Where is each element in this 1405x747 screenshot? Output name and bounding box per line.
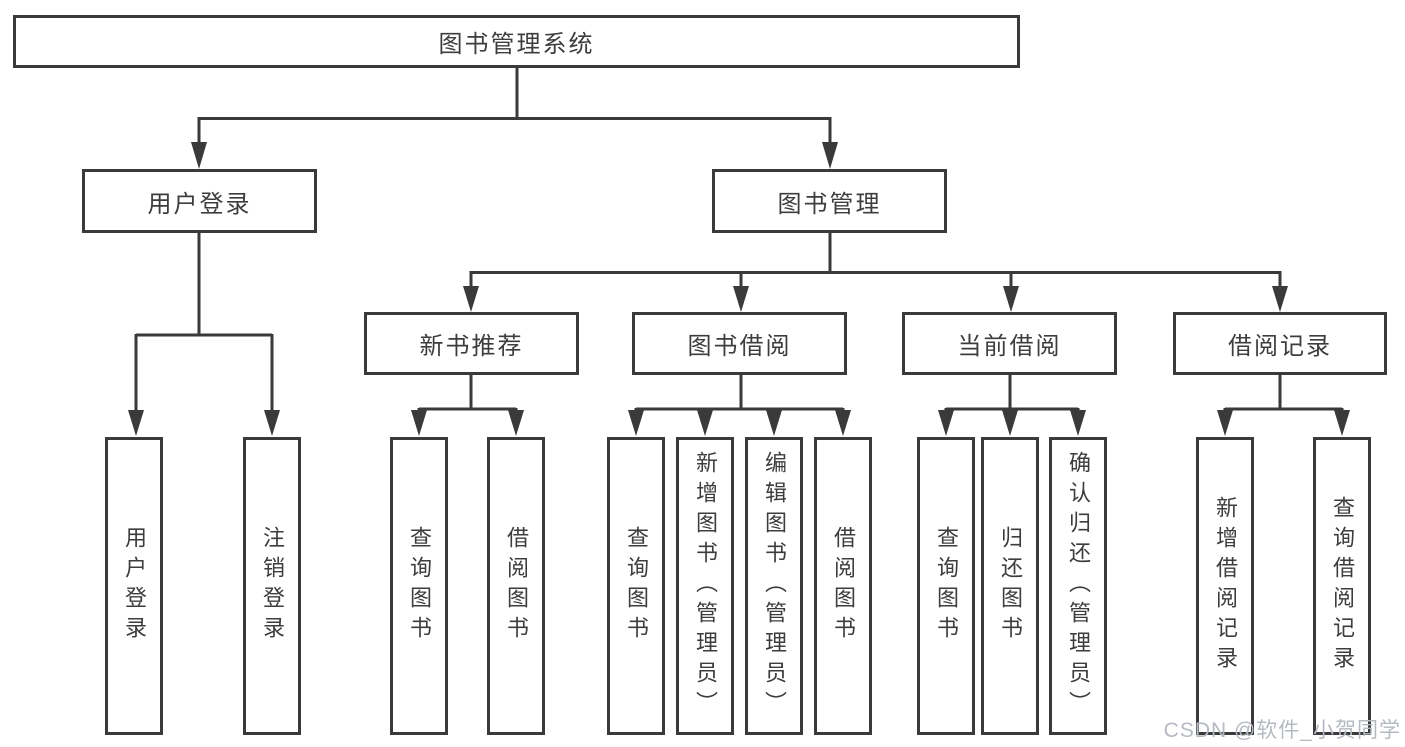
leaf-label: 查询图书 [407,526,432,646]
leaf-query-books-recommend: 查询图书 [390,437,448,735]
node-borrowing-records: 借阅记录 [1173,312,1387,375]
leaf-query-books-borrowing: 查询图书 [607,437,665,735]
leaf-borrow-books: 借阅图书 [814,437,872,735]
node-root-library-system: 图书管理系统 [13,15,1020,68]
leaf-label: 查询图书 [624,526,649,646]
node-book-management: 图书管理 [712,169,947,233]
leaf-label: 新增借阅记录 [1213,496,1238,676]
leaf-label: 查询借阅记录 [1330,496,1355,676]
leaf-label: 编辑图书（管理员） [762,451,787,721]
leaf-label: 用户登录 [122,526,147,646]
node-current-borrowing: 当前借阅 [902,312,1117,375]
node-user-login: 用户登录 [82,169,317,233]
leaf-logout: 注销登录 [243,437,301,735]
node-new-book-recommend: 新书推荐 [364,312,579,375]
leaf-label: 新增图书（管理员） [693,451,718,721]
leaf-add-borrow-record: 新增借阅记录 [1196,437,1254,735]
leaf-label: 借阅图书 [831,526,856,646]
leaf-borrow-books-recommend: 借阅图书 [487,437,545,735]
leaf-confirm-return-admin: 确认归还（管理员） [1049,437,1107,735]
node-book-borrowing: 图书借阅 [632,312,847,375]
leaf-label: 借阅图书 [504,526,529,646]
leaf-return-books: 归还图书 [981,437,1039,735]
leaf-label: 注销登录 [260,526,285,646]
leaf-label: 查询图书 [934,526,959,646]
leaf-add-books-admin: 新增图书（管理员） [676,437,734,735]
leaf-query-books-current: 查询图书 [917,437,975,735]
leaf-label: 归还图书 [998,526,1023,646]
leaf-edit-books-admin: 编辑图书（管理员） [745,437,803,735]
leaf-label: 确认归还（管理员） [1066,451,1091,721]
csdn-watermark: CSDN @软件_小贺同学 [1163,719,1401,742]
leaf-user-login: 用户登录 [105,437,163,735]
leaf-query-borrow-record: 查询借阅记录 [1313,437,1371,735]
